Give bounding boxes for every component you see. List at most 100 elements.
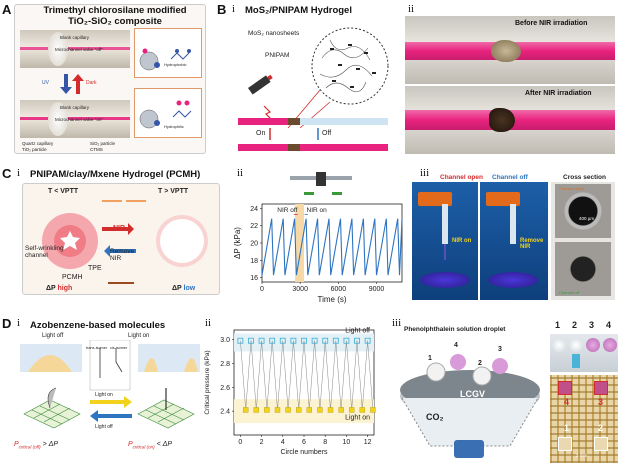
panel-d-sub-ii: ii xyxy=(205,317,212,329)
legend-quartz-capillary: Quartz capillary xyxy=(22,141,54,146)
pnipam-label: PNIPAM xyxy=(265,52,290,59)
chart-d-xtick-label: 4 xyxy=(281,439,285,446)
pcmh-label: PCMH xyxy=(62,274,83,281)
channel-top-empty xyxy=(300,118,388,125)
light-on-label: Light on xyxy=(128,333,150,339)
pore-off-wall xyxy=(28,355,72,372)
drop-label-4: 4 xyxy=(454,342,458,349)
light-off-arrow xyxy=(90,410,132,422)
grid-num-2: 2 xyxy=(598,423,604,433)
grid-num-3: 3 xyxy=(598,397,604,407)
t-above-vptt: T > VPTT xyxy=(158,188,189,195)
hydrophilic-inset xyxy=(134,88,202,138)
chart-d-ytick-label: 2.6 xyxy=(220,385,230,392)
co2-label: CO₂ xyxy=(426,412,444,422)
mesh-left xyxy=(23,399,81,429)
light-off-point xyxy=(332,337,339,344)
nir-label: NIR xyxy=(113,225,126,232)
blank-capillary-label-top: Blank capillary xyxy=(60,35,90,40)
light-on-band xyxy=(234,399,374,424)
grid-photo: 4 3 1 2 2 mm xyxy=(550,375,618,463)
dp-high-label: ΔP high xyxy=(46,285,72,292)
co2-cone xyxy=(401,397,539,447)
self-wrinkling-label: Self-wrinkling channel xyxy=(25,245,64,259)
panel-a-title: Trimethyl chlorosilane modified TiO₂-SiO… xyxy=(40,5,190,28)
chart-c-ytick-label: 22 xyxy=(250,223,258,230)
hydrogel-zoom-circle xyxy=(311,27,389,105)
top-num-3: 3 xyxy=(589,320,595,330)
panel-d-title: Azobenzene-based molecules xyxy=(30,320,166,331)
blank-capillary-label-bottom: Blank capillary xyxy=(60,105,90,110)
pore-on-wall xyxy=(144,358,198,372)
after-nir-photo: After NIR irradiation xyxy=(405,86,615,154)
light-off-point xyxy=(322,337,329,344)
channel-bottom-pink xyxy=(238,144,388,151)
legend-tio2-particle: TiO₂ particle xyxy=(22,147,47,152)
light-off-point xyxy=(237,337,244,344)
remove-nir-arrow xyxy=(104,245,136,257)
light-off-point xyxy=(311,337,318,344)
chart-d-xtick-label: 2 xyxy=(260,439,264,446)
light-off-point xyxy=(269,337,276,344)
dp-high-word: high xyxy=(57,285,73,292)
dark-label: Dark xyxy=(86,80,97,86)
before-nir-label: Before NIR irradiation xyxy=(515,20,588,27)
light-on-series-label: Light on xyxy=(345,414,370,421)
p-critical-on: Pcritical (on) < ΔP xyxy=(128,441,172,449)
wrinkled-channel xyxy=(60,231,80,250)
hydrophobic-label: Hydrophobic xyxy=(164,62,187,67)
light-on-arrow-label: Light on xyxy=(95,392,113,398)
light-off-point xyxy=(364,337,371,344)
device-icon xyxy=(290,172,352,195)
hydrophobic-inset xyxy=(134,28,202,78)
light-off-point xyxy=(258,337,265,344)
drop-label-3: 3 xyxy=(498,346,502,353)
light-on-arrow xyxy=(90,396,132,408)
chart-d-xlabel: Circle numbers xyxy=(280,449,328,456)
mesh-right xyxy=(137,399,195,429)
legend-ctms: CTMS xyxy=(90,147,103,152)
panel-b-sub-ii: ii xyxy=(408,3,415,15)
hydrogel-schematic xyxy=(238,27,389,151)
chart-d-ytick-label: 3.0 xyxy=(220,337,230,344)
dp-low-symbol: ΔP xyxy=(172,285,182,292)
channel-open-photo: NIR on xyxy=(412,182,478,300)
chart-c-xtick-label: 6000 xyxy=(331,286,347,293)
panel-c-sub-ii: ii xyxy=(237,167,244,179)
chart-d-ylabel: Critical pressure (kPa) xyxy=(204,350,211,414)
chart-c-xtick-label: 9000 xyxy=(369,286,385,293)
co2-inlet xyxy=(454,440,484,458)
light-on-point xyxy=(317,407,323,413)
valve-off-label: Microchannel valve "off" xyxy=(55,47,103,52)
light-off-point xyxy=(248,337,254,344)
light-on-point xyxy=(327,407,334,413)
after-nir-label: After NIR irradiation xyxy=(525,90,592,97)
chart-c-ytick-label: 20 xyxy=(250,241,258,248)
cross-section-label: Cross section xyxy=(563,174,606,181)
valve-top xyxy=(288,118,300,125)
p-left-tail: > ΔP xyxy=(40,441,59,448)
top-num-4: 4 xyxy=(606,320,612,330)
grid-scale: 2 mm xyxy=(576,453,588,458)
drop-label-1: 1 xyxy=(428,355,432,362)
pcmh-shrunk-channel xyxy=(160,219,204,263)
light-off-point xyxy=(290,337,297,344)
cross-section-photos: 400 µm Channel open Channel off xyxy=(551,182,615,300)
light-on-point xyxy=(285,407,291,413)
valve-on-label: Microchannel valve "on" xyxy=(55,117,103,122)
panel-a-title-line2: TiO₂-SiO₂ composite xyxy=(68,15,162,27)
channel-off-photo: Remove NIR xyxy=(480,182,548,300)
pcmh-schematic xyxy=(42,200,208,284)
light-off-point xyxy=(279,337,286,344)
chart-c-ytick-label: 16 xyxy=(250,275,258,282)
light-on-point xyxy=(306,407,313,413)
p-critical-off: Pcritical (off) > ΔP xyxy=(14,441,58,449)
droplet-1 xyxy=(426,362,446,382)
phenolphthalein-label: Phenolphthalein solution droplet xyxy=(404,326,506,333)
annotation-nir-on: NIR on xyxy=(307,207,328,214)
chart-d-xtick-label: 6 xyxy=(302,439,306,446)
